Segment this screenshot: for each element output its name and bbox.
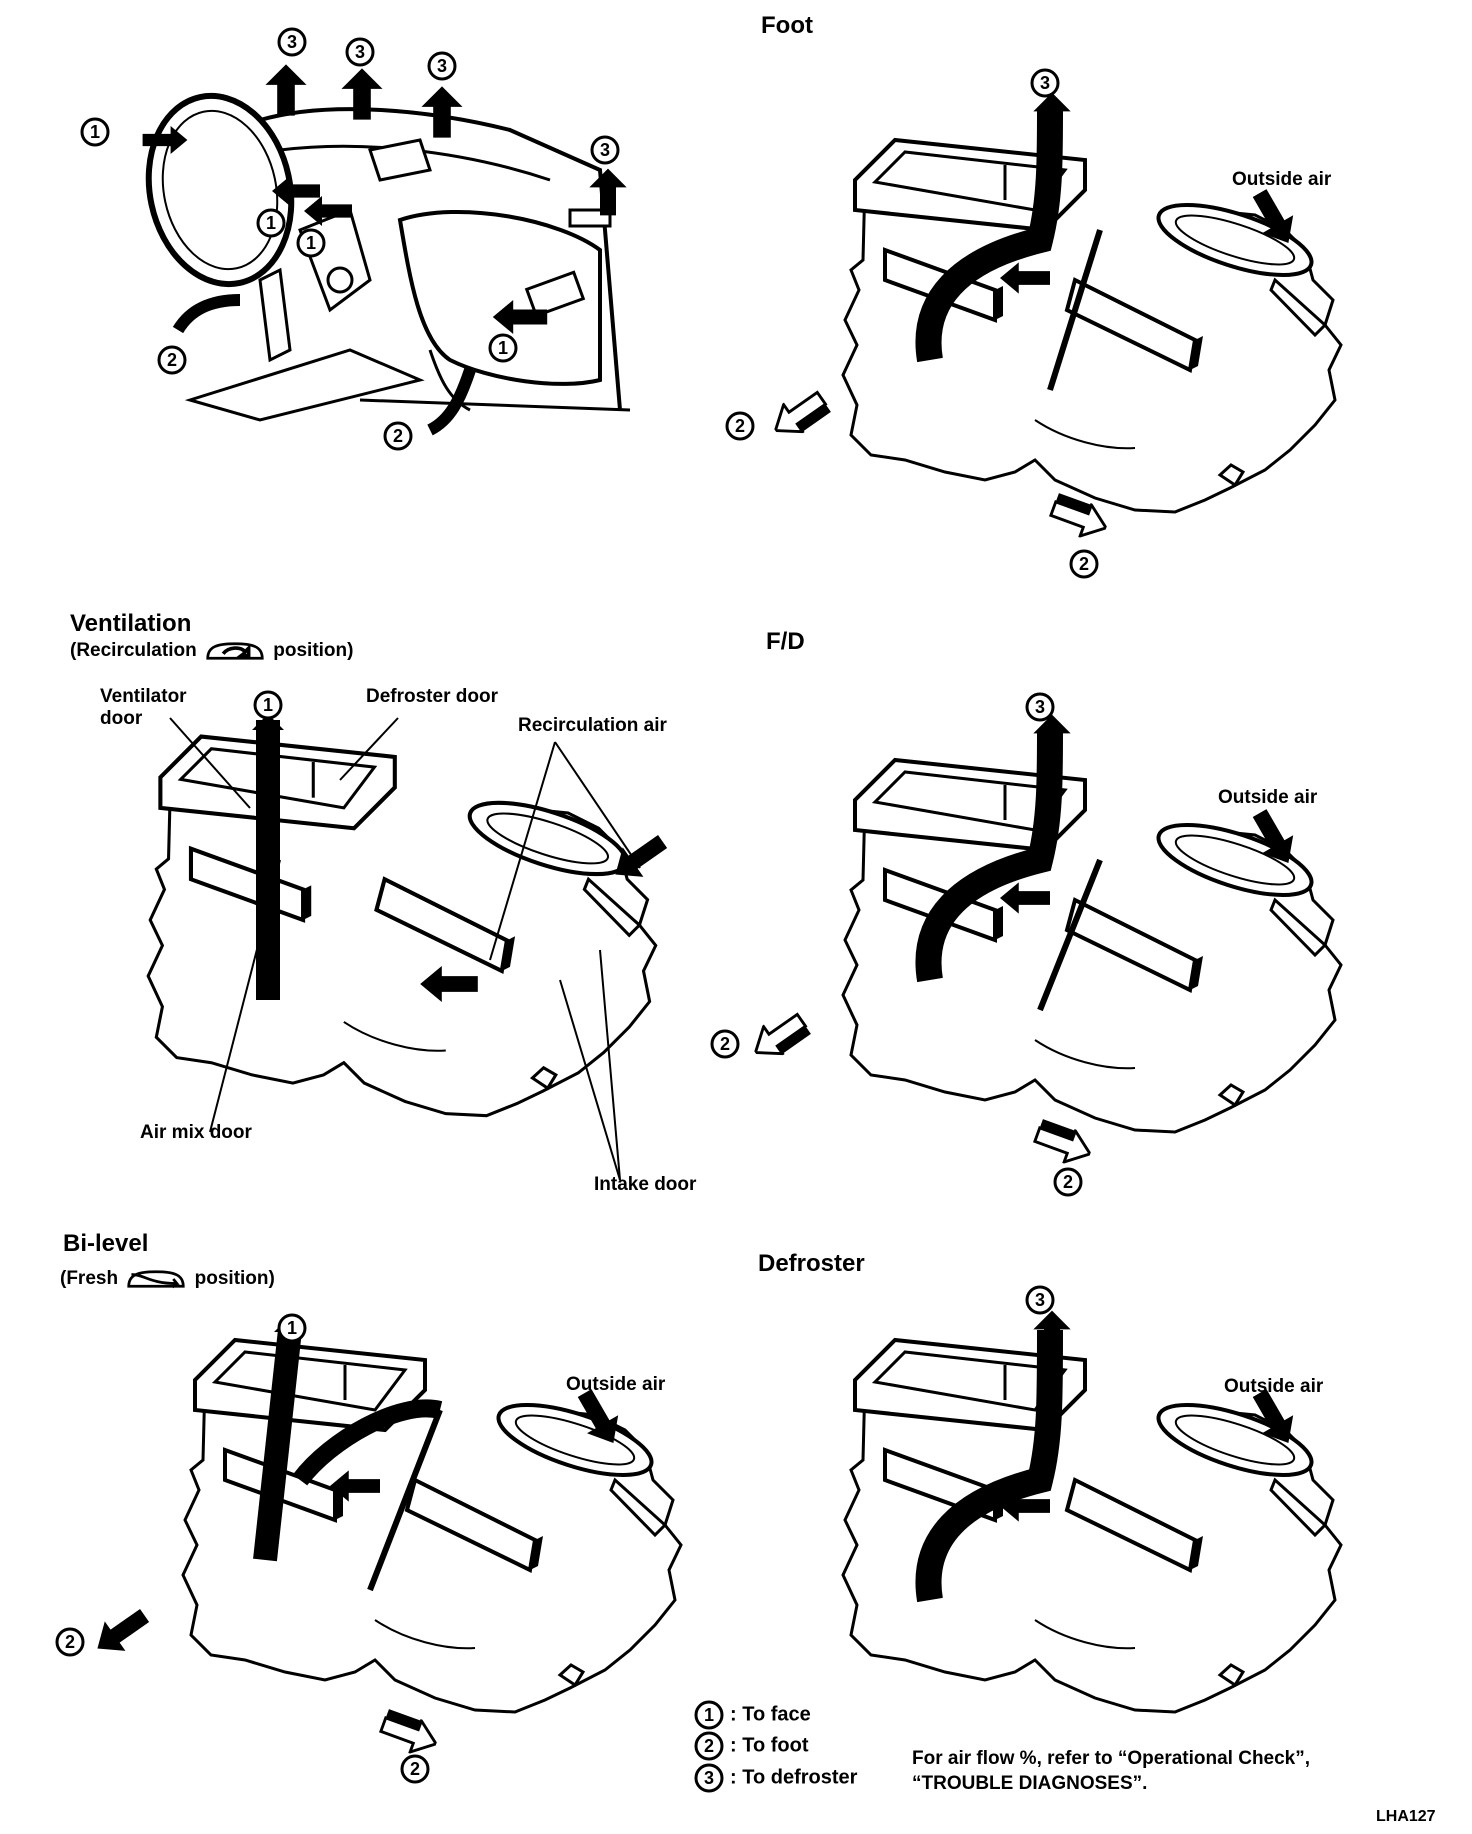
fresh-air-icon	[123, 1269, 189, 1289]
defroster-title: Defroster	[758, 1250, 865, 1277]
legend-foot-text: : To foot	[730, 1734, 809, 1757]
legend-defroster-text: : To defroster	[730, 1766, 858, 1789]
foot-title: Foot	[761, 12, 813, 39]
foot-outside-air-label: Outside air	[1232, 169, 1332, 190]
air-mix-door-label: Air mix door	[140, 1122, 252, 1143]
bilevel-subtitle: (Fresh position)	[60, 1268, 275, 1290]
marker-1-icon	[694, 1700, 724, 1730]
bilevel-subtitle-post: position)	[194, 1268, 275, 1289]
bilevel-unit	[87, 1316, 681, 1761]
fd-outside-air-label: Outside air	[1218, 787, 1318, 808]
foot-unit	[764, 92, 1341, 545]
ventilation-subtitle-pre: (Recirculation	[70, 640, 197, 661]
bilevel-title: Bi-level	[63, 1230, 149, 1257]
legend-face-text: : To face	[730, 1703, 811, 1726]
dashboard-illustration	[132, 64, 630, 436]
defroster-outside-air-label: Outside air	[1224, 1376, 1324, 1397]
fd-title: F/D	[766, 628, 805, 655]
defroster-unit	[843, 1310, 1341, 1712]
bilevel-subtitle-pre: (Fresh	[60, 1268, 119, 1289]
recirculation-air-label: Recirculation air	[518, 715, 667, 736]
recirculation-icon	[202, 641, 268, 661]
defroster-door-label: Defroster door	[366, 686, 498, 707]
bilevel-outside-air-label: Outside air	[566, 1374, 666, 1395]
fd-unit	[744, 714, 1341, 1171]
figure-code: LHA127	[1376, 1808, 1436, 1825]
legend-defroster: : To defroster	[694, 1763, 857, 1793]
ventilation-subtitle-post: position)	[273, 640, 354, 661]
ventilator-door-label: Ventilator door	[100, 686, 187, 729]
airflow-note: For air flow %, refer to “Operational Ch…	[912, 1748, 1311, 1794]
marker-2-icon	[694, 1731, 724, 1761]
ventilation-title: Ventilation	[70, 610, 192, 637]
ventilation-subtitle: (Recirculation position)	[70, 640, 353, 662]
legend-foot: : To foot	[694, 1731, 808, 1761]
marker-3-icon	[694, 1763, 724, 1793]
legend-face: : To face	[694, 1700, 811, 1730]
intake-door-label: Intake door	[594, 1174, 697, 1195]
ventilation-unit	[148, 714, 673, 1181]
